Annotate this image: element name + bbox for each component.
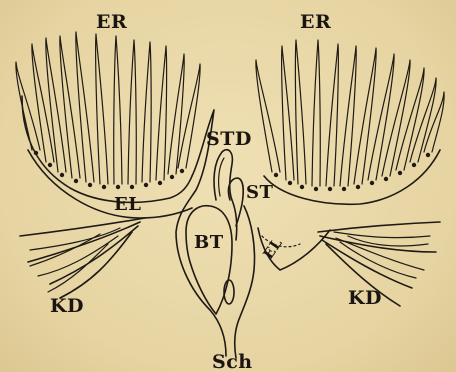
right-finger-2-end: [288, 181, 292, 185]
label-kd-left: KD: [50, 295, 84, 317]
right-finger-3: [295, 40, 306, 184]
left-finger-11-end: [170, 175, 174, 179]
left-finger-4-end: [74, 179, 78, 183]
label-kd-right: KD: [348, 287, 382, 309]
left-finger-5-end: [88, 183, 92, 187]
std-tubule: [214, 150, 237, 240]
left-finger-9: [142, 42, 151, 182]
right-finger-tubules: [256, 40, 444, 191]
left-finger-8: [128, 40, 136, 184]
left-finger-4: [60, 36, 80, 178]
right-finger-12: [424, 92, 444, 152]
right-finger-6-end: [342, 187, 346, 191]
left-finger-8-end: [130, 185, 134, 189]
right-finger-1-end: [274, 173, 278, 177]
left-finger-5: [76, 32, 94, 182]
left-el-lower-outline: [28, 150, 192, 218]
right-finger-3-end: [300, 185, 304, 189]
left-finger-7-end: [116, 185, 120, 189]
right-finger-10-end: [398, 171, 402, 175]
right-finger-8-end: [370, 181, 374, 185]
left-finger-3-end: [60, 173, 64, 177]
right-finger-7: [354, 48, 376, 184]
right-finger-7-end: [356, 185, 360, 189]
right-finger-4: [312, 40, 320, 186]
right-finger-11-end: [412, 163, 416, 167]
label-st: ST: [246, 182, 273, 203]
label-bt: BT: [194, 232, 224, 253]
left-finger-11: [168, 54, 184, 174]
right-finger-6: [340, 46, 356, 186]
label-er-left: ER: [96, 11, 127, 33]
left-finger-12-end: [180, 169, 184, 173]
left-finger-10: [156, 46, 167, 180]
left-finger-7: [114, 36, 122, 184]
left-kd-tubules: [20, 218, 145, 298]
right-finger-9-end: [384, 177, 388, 181]
right-finger-5: [326, 44, 338, 186]
right-finger-5-end: [328, 187, 332, 191]
right-finger-2: [282, 46, 294, 180]
label-el-right: EL: [260, 235, 285, 262]
label-el-left: EL: [114, 194, 141, 215]
left-finger-9-end: [144, 183, 148, 187]
left-finger-6-end: [102, 185, 106, 189]
label-sch: Sch: [212, 351, 253, 372]
right-finger-12-end: [426, 153, 430, 157]
right-finger-4-end: [314, 187, 318, 191]
right-trunk-outline: [235, 206, 255, 358]
label-er-right: ER: [300, 11, 331, 33]
right-finger-1: [256, 60, 280, 172]
right-el-outline: [264, 150, 440, 204]
left-finger-2-end: [48, 163, 52, 167]
label-std: STD: [206, 128, 252, 150]
left-finger-10-end: [158, 181, 162, 185]
left-finger-6: [96, 34, 108, 184]
